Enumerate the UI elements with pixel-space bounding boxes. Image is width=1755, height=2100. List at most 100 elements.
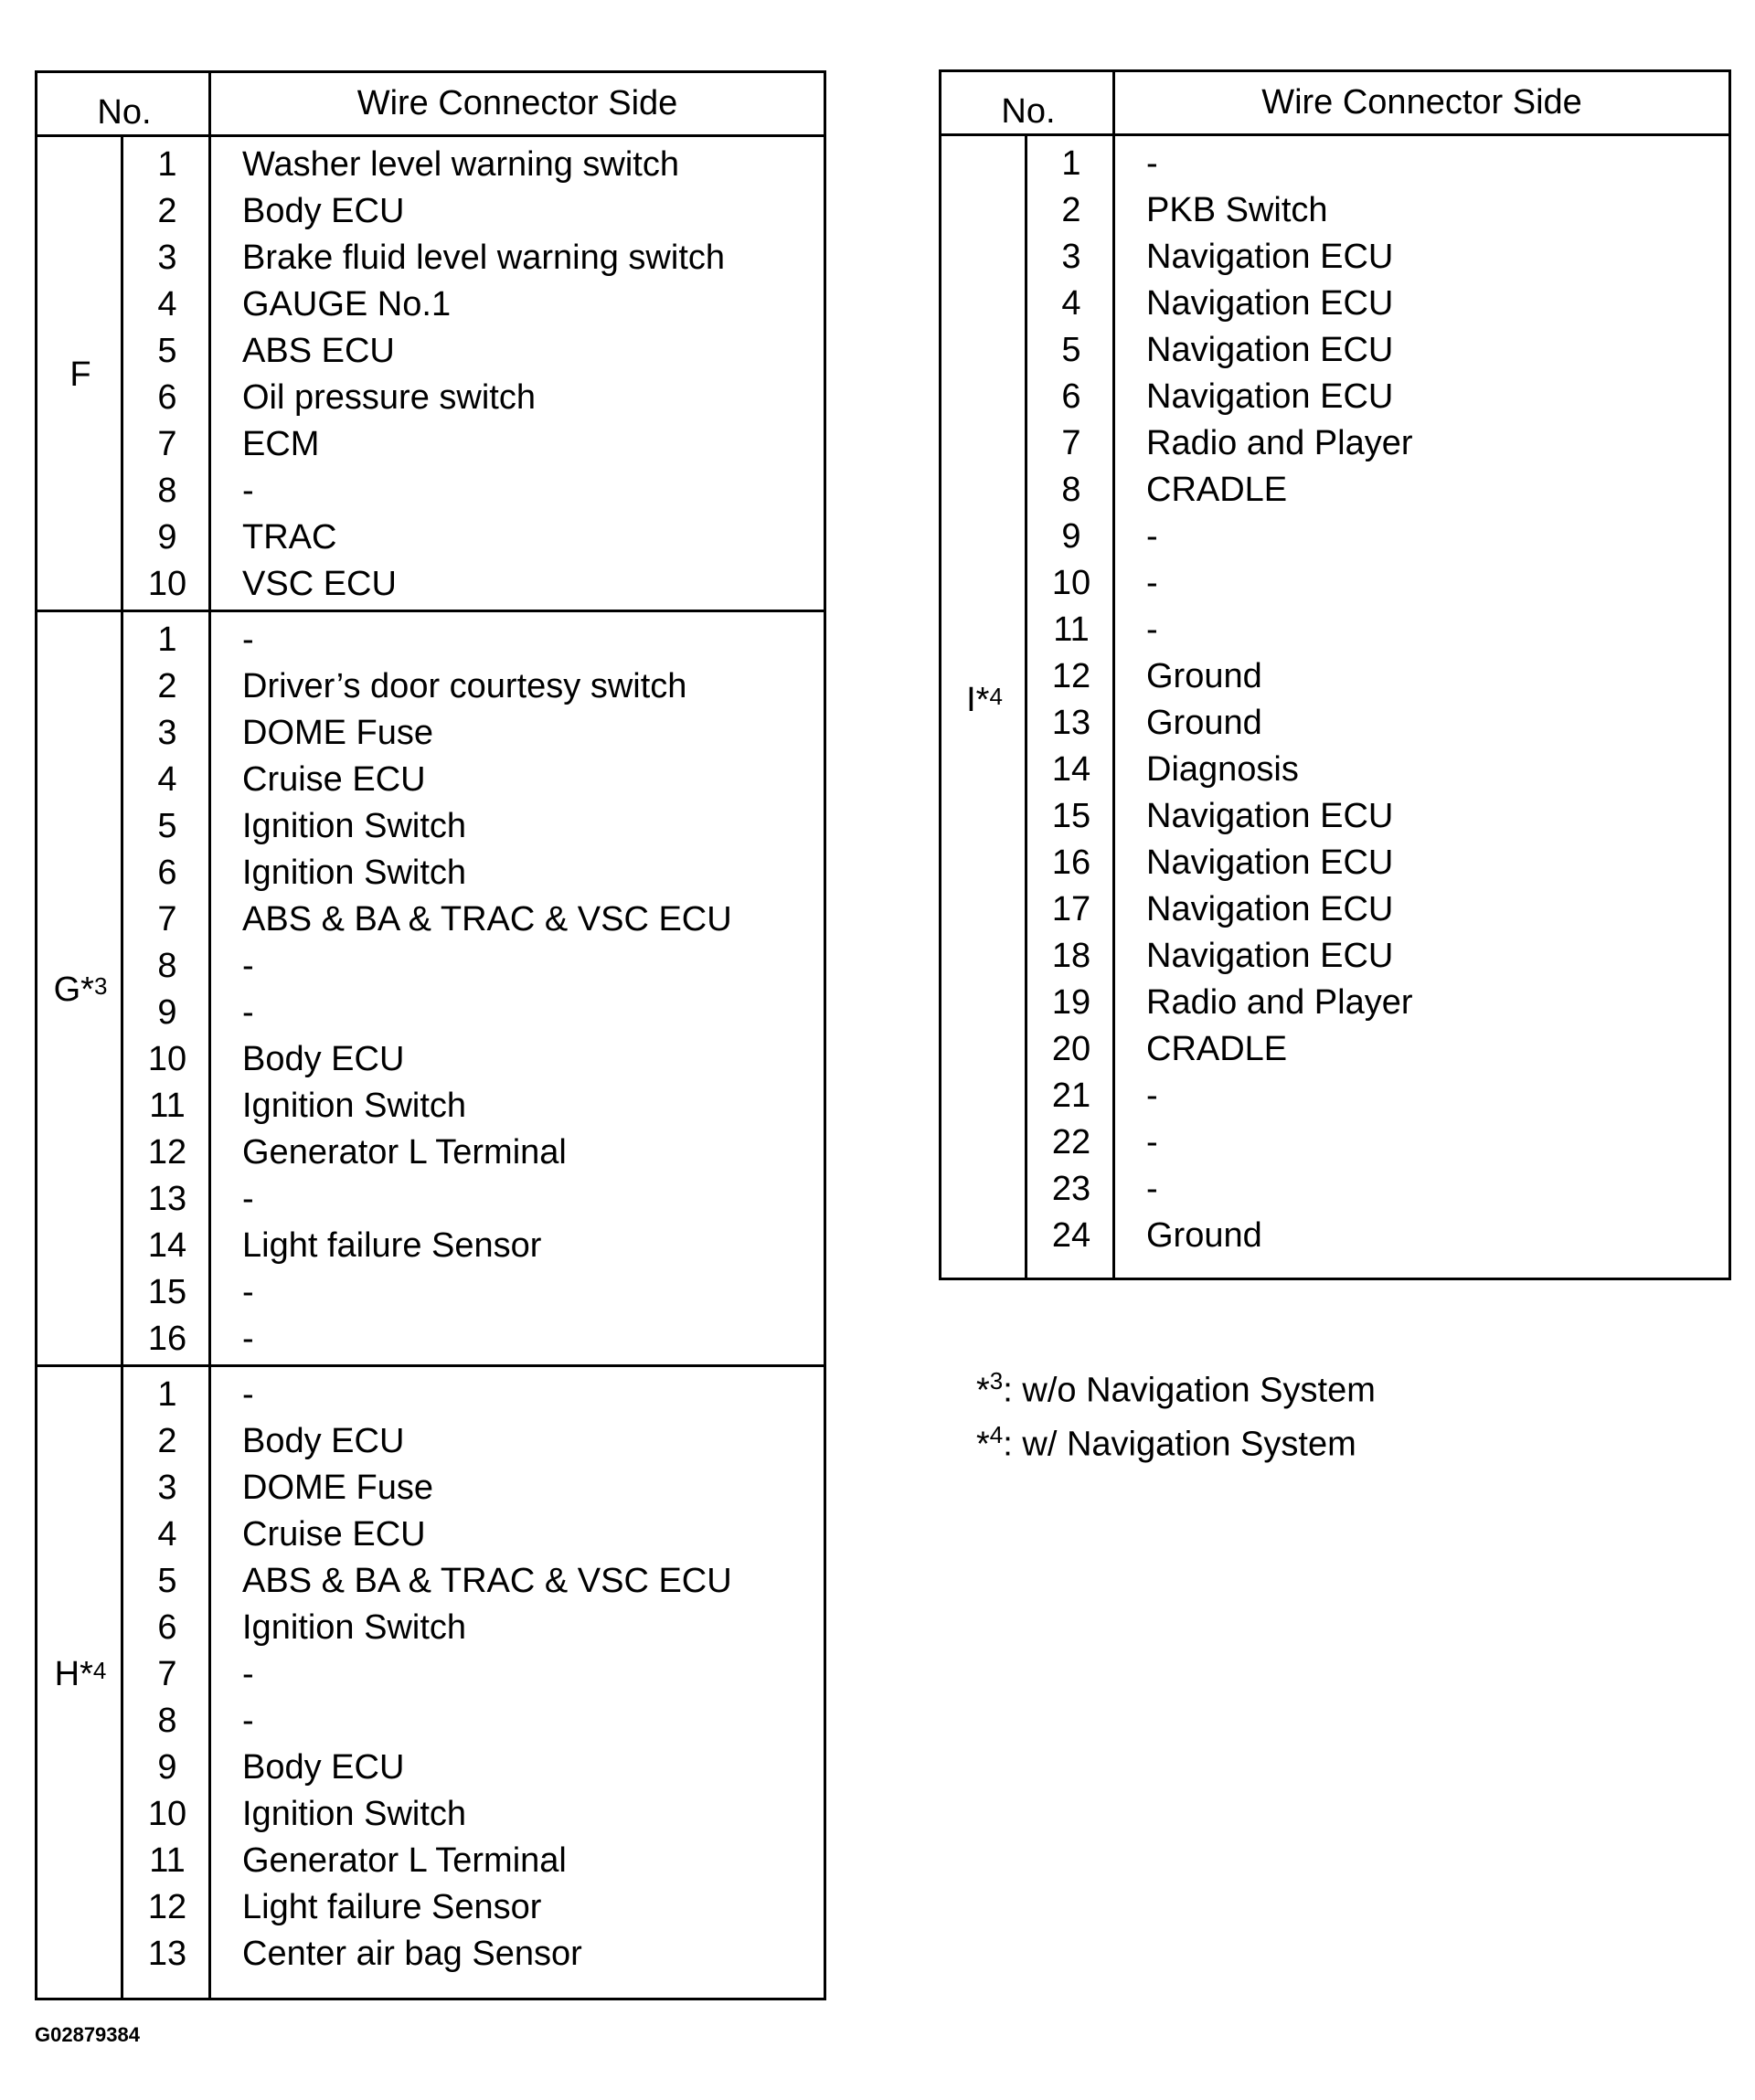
pin-number: 1 [157,620,177,659]
pin-number: 4 [157,760,177,799]
wire-connector-side: ABS ECU [242,332,395,370]
pin-number: 5 [157,1562,177,1600]
table-row: 22- [941,1119,1728,1165]
footnote: *4: w/ Navigation System [976,1413,1376,1467]
wire-connector-side: - [242,1702,254,1740]
pin-number: 8 [157,472,177,510]
wire-connector-side: Cruise ECU [242,1515,426,1554]
footnote-superscript: 4 [989,1420,1004,1448]
wire-connector-side: - [1146,564,1158,602]
wire-connector-side: - [242,472,254,510]
pin-number: 9 [157,993,177,1032]
table-row: 1- [941,141,1728,186]
pin-number: 7 [157,1655,177,1693]
wire-connector-side: Navigation ECU [1146,890,1394,928]
pin-number: 13 [147,1935,187,1973]
wire-connector-side: PKB Switch [1146,191,1328,229]
pin-number: 2 [157,667,177,705]
pin-number: 3 [1061,238,1081,276]
table-row: 23- [941,1166,1728,1212]
pin-number: 7 [1061,424,1081,462]
table-row: 21- [941,1073,1728,1119]
wire-connector-side: Navigation ECU [1146,331,1394,369]
table-row: 4 Navigation ECU [941,281,1728,326]
wire-connector-side: Cruise ECU [242,760,426,799]
pin-number: 10 [147,1795,187,1833]
pin-number: 6 [157,854,177,892]
wire-connector-side: - [242,1320,254,1358]
wire-connector-side: Navigation ECU [1146,937,1394,975]
pin-number: 19 [1051,983,1091,1022]
table-header: No. Wire Connector Side [37,73,824,137]
group-id: G* [53,970,94,1009]
wire-connector-side: Navigation ECU [1146,284,1394,323]
table-row: 10 Body ECU [37,1036,824,1082]
table-row: 10 - [941,560,1728,606]
pin-number: 10 [147,1040,187,1078]
wire-connector-side: - [242,620,254,659]
table-row: 6 Ignition Switch [37,850,824,896]
pin-number: 3 [157,239,177,277]
wire-connector-side: Diagnosis [1146,750,1299,789]
pin-number: 8 [1061,471,1081,509]
group-id-superscript: 3 [93,971,108,1000]
pin-number: 16 [1051,843,1091,882]
wire-connector-side: - [242,1375,254,1414]
pin-number: 1 [157,1375,177,1414]
header-wire-connector-side: Wire Connector Side [356,84,678,122]
wire-connector-side: Body ECU [242,1040,405,1078]
wire-connector-side: - [1146,1123,1158,1161]
pin-number: 2 [157,192,177,230]
wire-connector-side: ABS & BA & TRAC & VSC ECU [242,1562,732,1600]
pin-number: 4 [1061,284,1081,323]
pin-number: 15 [147,1273,187,1311]
column-divider [1112,72,1115,1278]
table-row: 16- [37,1316,824,1362]
wire-connector-side: CRADLE [1146,471,1288,509]
wire-connector-side: Body ECU [242,1748,405,1787]
pin-number: 12 [147,1133,187,1172]
wire-connector-side: Body ECU [242,1422,405,1460]
pin-number: 11 [149,1087,186,1125]
wire-connector-side: Ignition Switch [242,854,467,892]
table-row: 9- [37,990,824,1035]
group-label: G*3 [37,612,123,1367]
wire-connector-side: - [1146,610,1158,649]
table-row: 8- [37,1698,824,1744]
table-row: 15- [37,1269,824,1315]
figure-code: G02879384 [35,2023,140,2046]
wire-connector-side: Ground [1146,704,1262,742]
group-divider [121,134,123,1998]
table-row: 8- [37,943,824,989]
wire-connector-side: - [1146,517,1158,556]
wire-connector-side: Ignition Switch [242,807,467,845]
pin-number: 1 [157,145,177,184]
wire-connector-side: - [1146,1170,1158,1208]
footnote-text: : w/ Navigation System [1003,1425,1356,1464]
table-row: 8 CRADLE [941,467,1728,513]
pin-number: 7 [157,900,177,939]
pin-number: 10 [1051,564,1091,602]
pin-number: 8 [157,947,177,985]
pin-number: 6 [1061,377,1081,416]
wire-connector-side: VSC ECU [242,565,397,603]
